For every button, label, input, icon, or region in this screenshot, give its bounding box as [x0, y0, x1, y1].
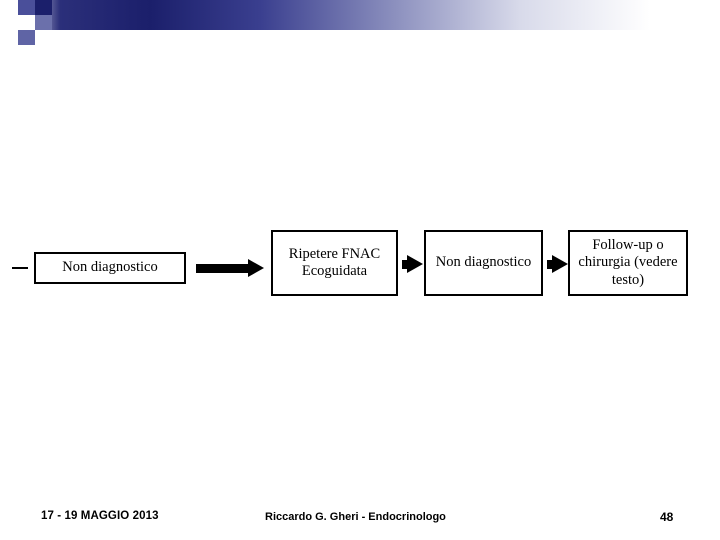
- arrow-shaft: [547, 260, 553, 269]
- arrow-shaft: [402, 260, 408, 269]
- flow-box-non-diagnostico-1: Non diagnostico: [34, 252, 186, 284]
- incoming-connector-line: [12, 267, 28, 269]
- flowchart-diagram: Non diagnostico Ripetere FNAC Ecoguidata…: [0, 210, 720, 330]
- banner-gradient: [0, 0, 720, 30]
- arrow-shaft: [196, 264, 248, 273]
- flow-box-non-diagnostico-2: Non diagnostico: [424, 230, 543, 296]
- banner-square-5: [18, 30, 35, 45]
- banner-square-4: [35, 15, 52, 30]
- arrow-head: [552, 255, 568, 273]
- flow-box-follow-up-o-chirurgia: Follow-up o chirurgia (vedere testo): [568, 230, 688, 296]
- arrow-head: [407, 255, 423, 273]
- banner-square-1: [18, 0, 35, 15]
- footer-page-number: 48: [660, 510, 674, 524]
- footer-date: 17 - 19 MAGGIO 2013: [41, 510, 159, 522]
- flow-box-ripetere-fnac-ecoguidata: Ripetere FNAC Ecoguidata: [271, 230, 398, 296]
- banner-left-white-block: [0, 0, 18, 30]
- banner-square-2: [18, 15, 35, 30]
- top-banner: [0, 0, 720, 45]
- banner-square-3: [35, 0, 52, 15]
- arrow-head: [248, 259, 264, 277]
- footer-author: Riccardo G. Gheri - Endocrinologo: [265, 511, 446, 523]
